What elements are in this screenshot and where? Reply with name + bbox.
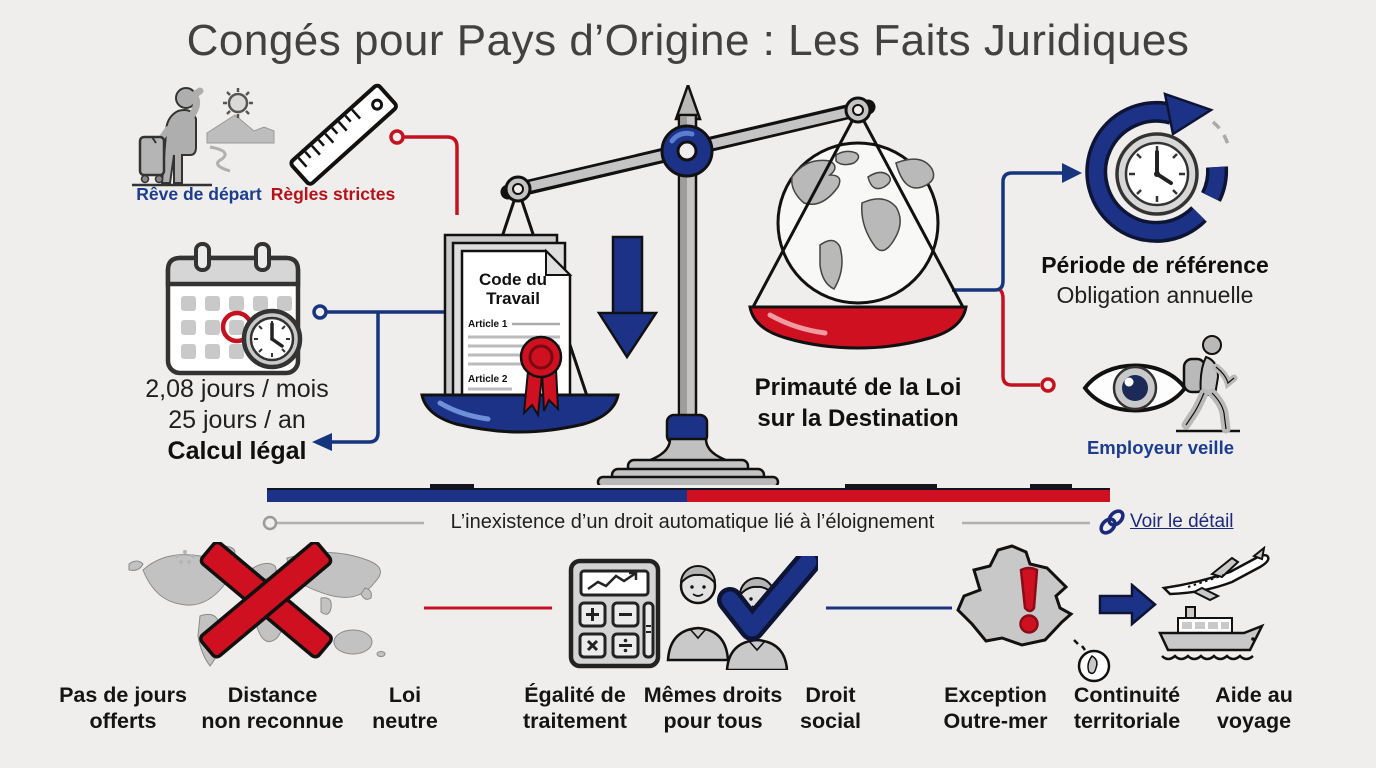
detail-link[interactable]: Voir le détail	[1130, 511, 1234, 532]
doc-title-line1: Code du	[479, 270, 547, 289]
scale-caption-line2: sur la Destination	[757, 405, 959, 432]
scale-caption: Primauté de la Loi sur la Destination	[730, 372, 986, 434]
rules-label: Règles strictes	[270, 184, 396, 204]
reference-title: Période de référence	[1041, 252, 1269, 278]
legal-calculation-text: 2,08 jours / mois 25 jours / an Calcul l…	[122, 374, 352, 467]
employer-label: Employeur veille	[1086, 437, 1235, 458]
ferry-icon	[1158, 606, 1265, 661]
france-map-exclamation-icon	[956, 544, 1074, 647]
world-map-crossed-icon	[128, 542, 386, 667]
rate-monthly: 2,08 jours / mois	[145, 375, 329, 403]
scale-caption-line1: Primauté de la Loi	[754, 374, 962, 401]
divider-bar-blue	[267, 490, 687, 502]
corsica-circle-icon	[1073, 639, 1111, 683]
two-workers-check-icon	[666, 556, 818, 670]
reference-subtitle: Obligation annuelle	[1056, 282, 1254, 308]
bar-shadow	[845, 484, 937, 489]
right-arrow-icon	[1098, 583, 1157, 627]
ruler-icon	[289, 83, 398, 186]
article2-label: Article 2	[468, 374, 508, 385]
traveler-icon	[132, 87, 275, 187]
divider-bar	[267, 488, 1110, 502]
divider-bar-red	[687, 490, 1110, 502]
bar-shadow	[430, 484, 474, 489]
airplane-icon	[1161, 546, 1270, 602]
rate-yearly: 25 jours / an	[168, 406, 306, 434]
page-title: Congés pour Pays d’Origine : Les Faits J…	[186, 16, 1190, 65]
backpacker-icon	[1176, 335, 1240, 434]
calculator-icon	[568, 558, 661, 669]
link-icon	[1099, 509, 1125, 535]
calc-label: Calcul légal	[167, 437, 307, 465]
article1-label: Article 1	[468, 319, 508, 330]
balance-scale-icon: Code du Travail Article 1 Article 2	[420, 85, 968, 485]
doc-title-line2: Travail	[486, 289, 540, 308]
dream-label: Rêve de départ	[136, 184, 262, 204]
bar-shadow	[1030, 484, 1072, 489]
statement-text: L’inexistence d’un droit automatique lié…	[450, 511, 935, 533]
circular-arrow-clock-icon	[1085, 92, 1231, 243]
calendar-clock-icon	[165, 242, 303, 376]
reference-period-text: Période de référence Obligation annuelle	[1018, 250, 1292, 310]
